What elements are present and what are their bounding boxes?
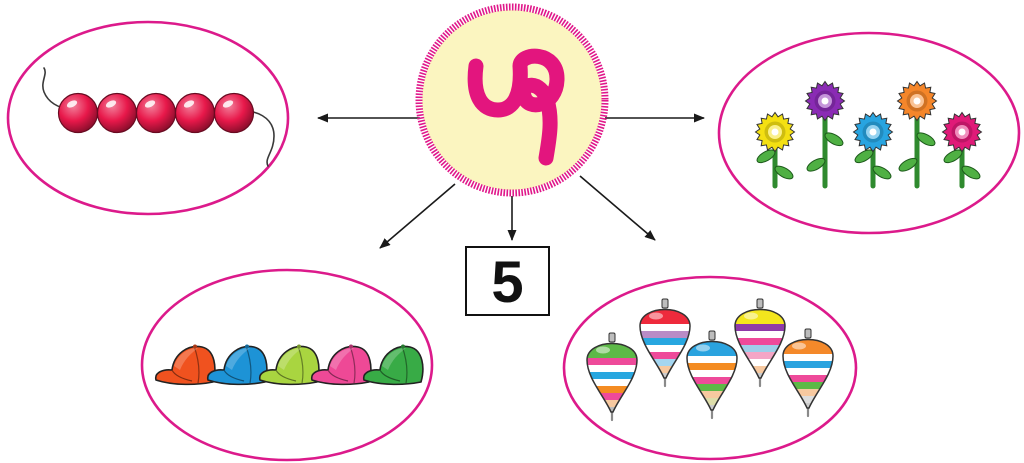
spinning-tops-group	[586, 298, 834, 422]
caps-group	[154, 344, 424, 386]
central-circle-hatched-border	[415, 3, 609, 197]
bead	[213, 92, 255, 134]
cap	[362, 344, 424, 386]
cap	[206, 344, 268, 386]
central-numeral-badge: ૫	[415, 3, 609, 197]
number-box: 5	[465, 246, 550, 316]
cap	[310, 344, 372, 386]
number-box-frame	[465, 246, 550, 316]
beads-layer	[57, 92, 255, 134]
spinning-top	[782, 328, 834, 418]
flower	[754, 111, 796, 189]
arrow-to-tops	[579, 175, 656, 241]
flower	[852, 111, 894, 189]
spinning-top	[586, 332, 638, 422]
spinning-top	[734, 298, 786, 388]
bead	[96, 92, 138, 134]
flower	[941, 111, 983, 189]
arrow-to-caps	[379, 183, 456, 249]
bead	[174, 92, 216, 134]
flowers-group	[754, 80, 983, 189]
beads-group	[42, 67, 275, 167]
numeral-five-glyph: ૫	[467, 48, 565, 166]
bead	[135, 92, 177, 134]
spinning-top	[686, 330, 738, 420]
number-box-label: 5	[491, 250, 523, 315]
flower	[896, 80, 938, 189]
cap	[258, 344, 320, 386]
spinning-top	[639, 298, 691, 388]
bead	[57, 92, 99, 134]
cap	[154, 344, 216, 386]
numeral-five-glyph-stroke	[467, 48, 565, 166]
flower	[804, 80, 846, 189]
